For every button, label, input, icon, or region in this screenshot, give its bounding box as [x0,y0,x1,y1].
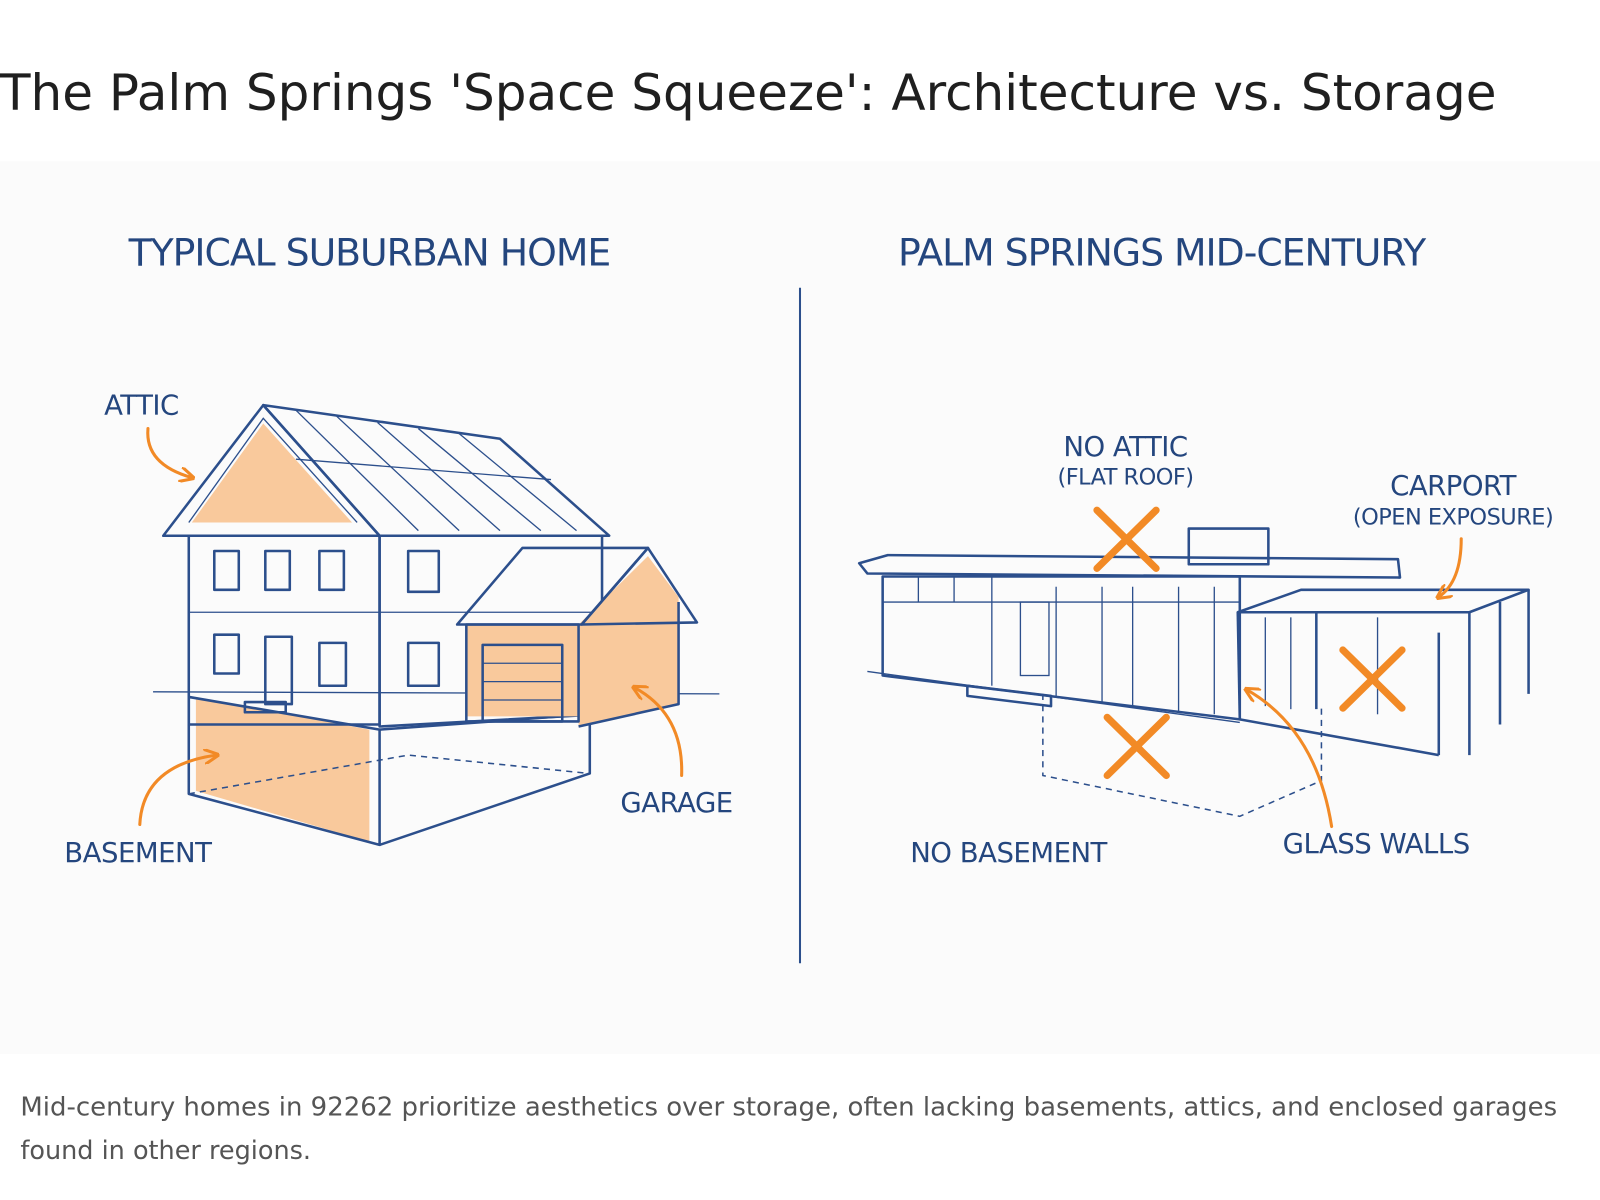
caption-line-2: found in other regions. [20,1136,311,1166]
basement-fill [195,696,370,842]
carport-arrow [1439,537,1463,597]
attic-arrow [146,427,192,478]
glass-walls-arrow [1247,690,1334,829]
no-attic-x-icon [1093,506,1160,572]
basement-label: BASEMENT [64,837,212,869]
garage-side-fill [578,556,679,727]
basement-arrow [138,755,217,827]
no-attic-note: (FLAT ROOF) [1057,465,1193,491]
carport-label: CARPORT [1390,470,1517,502]
caption-line-1: Mid-century homes in 92262 prioritize ae… [20,1092,1557,1122]
garage-arrow [635,688,684,778]
garage-label: GARAGE [620,787,732,819]
page-title: The Palm Springs 'Space Squeeze': Archit… [0,64,1496,122]
midcentury-house-drawing [857,506,1530,829]
no-basement-label: NO BASEMENT [910,837,1107,869]
carport-x-icon [1339,646,1406,712]
carport-note: (OPEN EXPOSURE) [1353,504,1553,530]
left-heading: TYPICAL SUBURBAN HOME [128,230,611,274]
no-attic-label: NO ATTIC [1063,431,1187,463]
glass-walls-label: GLASS WALLS [1283,828,1470,860]
attic-fill [191,423,353,523]
garage-front-fill [466,624,579,717]
right-heading: PALM SPRINGS MID-CENTURY [898,230,1427,274]
attic-label: ATTIC [104,389,179,421]
no-basement-x-icon [1103,713,1170,780]
suburban-house-drawing [138,403,720,847]
